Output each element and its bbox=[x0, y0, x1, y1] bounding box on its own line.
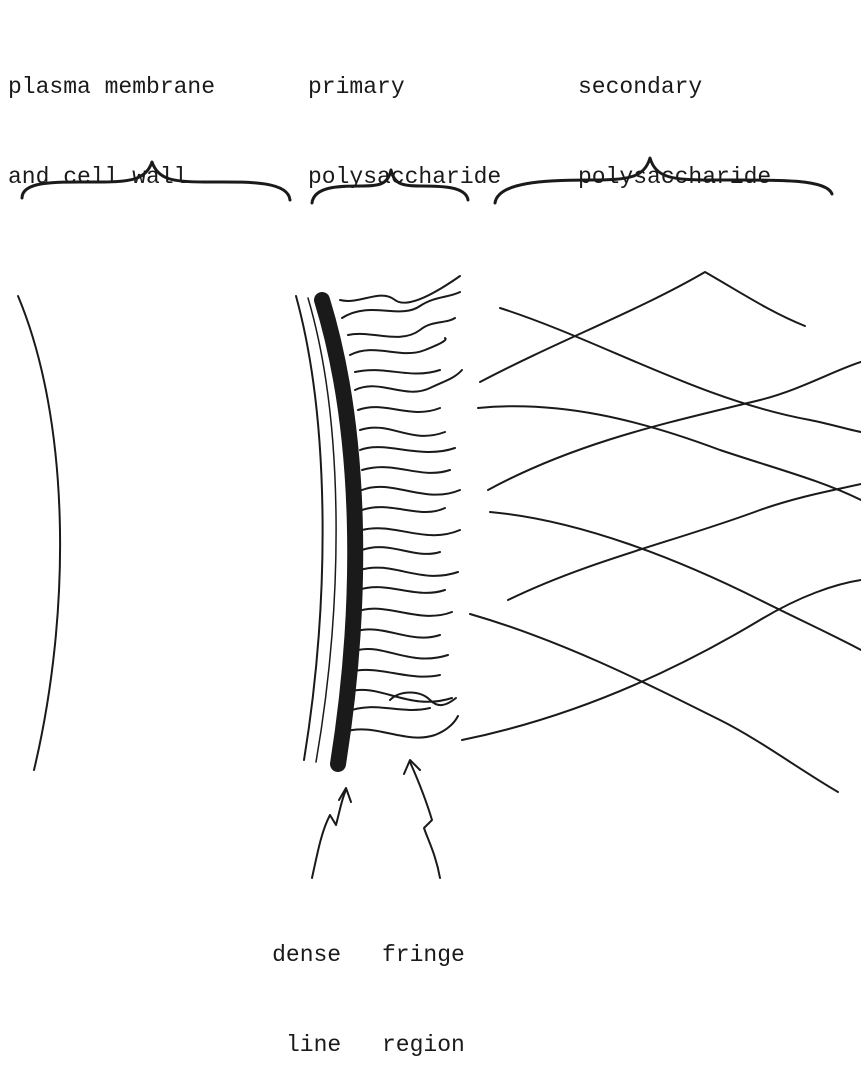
cell-wall-diagram bbox=[0, 0, 861, 945]
plasma-membrane-curve bbox=[18, 296, 60, 770]
label-fringe-line2: region bbox=[382, 1030, 465, 1060]
pointer-fringe-region bbox=[404, 760, 440, 878]
brace-plasma-membrane bbox=[22, 162, 290, 200]
brace-secondary-polysaccharide bbox=[495, 158, 832, 203]
secondary-polysaccharide-fibres bbox=[462, 272, 861, 792]
pointer-dense-line bbox=[312, 788, 351, 878]
dense-line-band bbox=[322, 300, 355, 764]
cell-wall-outer-line bbox=[296, 296, 323, 760]
brace-primary-polysaccharide bbox=[312, 170, 468, 203]
label-dense-line2: line bbox=[272, 1030, 341, 1060]
